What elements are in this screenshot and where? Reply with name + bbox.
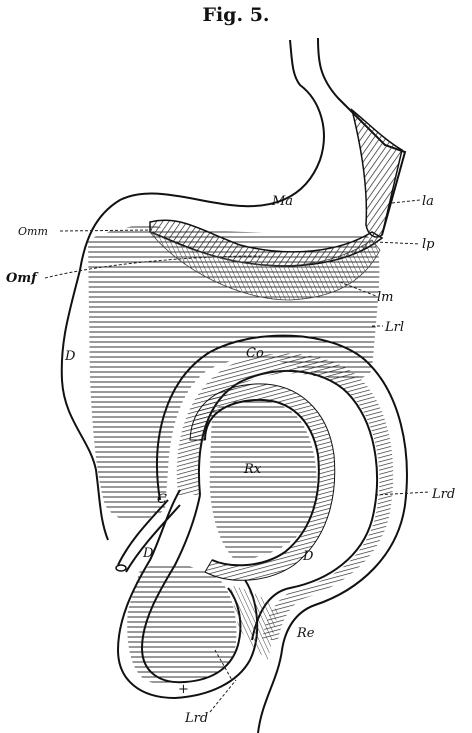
label-lm: lm [377,290,394,305]
lower-region [127,564,236,684]
stomach-wall-right [352,110,402,237]
label-d-inner-right: D [302,549,314,564]
label-lp: lp [422,237,435,252]
label-d-inner-left: D [142,546,154,561]
leader-line [392,200,420,203]
label-lrl: Lrl [384,320,404,335]
label-plus: + [178,682,189,697]
label-co: Co [246,346,264,361]
label-omm: Omm [18,225,48,238]
label-re: Re [296,626,315,641]
label-la: la [422,194,434,209]
label-lrd-bottom: Lrd [184,711,208,726]
label-ma: Ma [271,194,293,209]
leader-line [375,242,420,244]
label-rx: Rx [243,462,262,477]
label-d-left: D [64,349,76,364]
appendix-tip [116,565,126,571]
label-omf: Omf [6,271,39,286]
label-lrd-right: Lrd [431,487,455,502]
label-c: C [157,492,167,507]
